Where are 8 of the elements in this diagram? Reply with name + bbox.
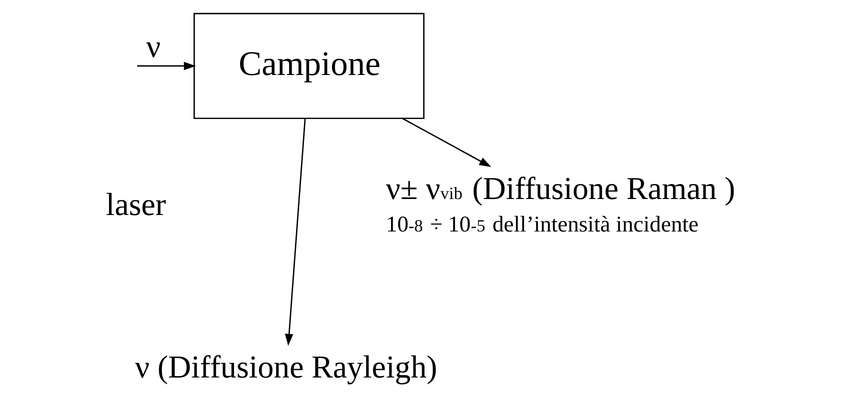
node-text: ν (Diffusione Rayleigh) bbox=[135, 349, 438, 384]
arrow bbox=[402, 118, 492, 168]
node-box: Campione bbox=[194, 12, 424, 120]
edge-label: ν bbox=[146, 28, 161, 64]
arrow bbox=[137, 62, 196, 70]
label: laser bbox=[106, 186, 166, 222]
arrow bbox=[284, 118, 306, 346]
node-text: ν± νvib (Diffusione Raman ) 10-8 ÷ 10-5 dell’intensità incidente bbox=[386, 170, 736, 236]
